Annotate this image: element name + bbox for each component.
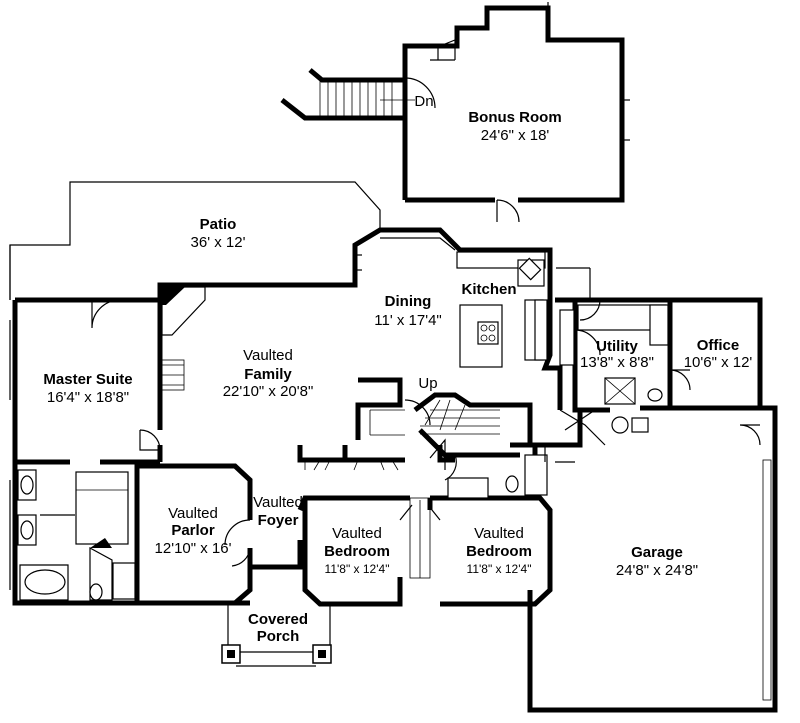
- patio-name: Patio: [200, 216, 237, 233]
- bonus-room-dims: 24'6" x 18': [481, 127, 550, 144]
- bedroom2-dims: 11'8" x 12'4": [467, 562, 532, 576]
- parlor-dims: 12'10" x 16': [155, 540, 232, 557]
- dining-name: Dining: [385, 293, 432, 310]
- utility-name: Utility: [596, 338, 638, 355]
- bedroom2-name: Bedroom: [466, 543, 532, 560]
- patio-dims: 36' x 12': [191, 234, 246, 251]
- family-name: Family: [244, 366, 292, 383]
- porch-name-line2: Porch: [257, 628, 300, 645]
- garage-dims: 24'8" x 24'8": [616, 562, 698, 579]
- office-name: Office: [697, 337, 740, 354]
- office-dims: 10'6" x 12': [684, 354, 753, 371]
- master-suite-name: Master Suite: [43, 371, 132, 388]
- garage-name: Garage: [631, 544, 683, 561]
- main-walls: [12, 227, 778, 713]
- parlor-prefix: Vaulted: [168, 505, 218, 522]
- foyer-prefix: Vaulted: [253, 494, 303, 511]
- bedroom1-prefix: Vaulted: [332, 525, 382, 542]
- dining-dims: 11' x 17'4": [374, 312, 442, 329]
- kitchen-name: Kitchen: [461, 281, 516, 298]
- utility-dims: 13'8" x 8'8": [580, 354, 654, 371]
- stair-down-label: Dn: [414, 93, 433, 110]
- parlor-name: Parlor: [171, 522, 215, 539]
- family-prefix: Vaulted: [243, 347, 293, 364]
- porch-name-line1: Covered: [248, 611, 308, 628]
- interior-details: [9, 237, 772, 710]
- bonus-room-name: Bonus Room: [468, 109, 561, 126]
- bonus-room-area: [280, 2, 630, 223]
- bedroom1-name: Bedroom: [324, 543, 390, 560]
- bedroom2-prefix: Vaulted: [474, 525, 524, 542]
- kitchen-fixtures: [456, 251, 591, 368]
- family-dims: 22'10" x 20'8": [223, 383, 314, 400]
- foyer-name: Foyer: [258, 512, 299, 529]
- stair-up-label: Up: [418, 375, 437, 392]
- room-labels: Bonus Room 24'6" x 18' Dn Patio 36' x 12…: [43, 93, 752, 645]
- covered-porch: [221, 603, 332, 667]
- master-suite-dims: 16'4" x 18'8": [47, 389, 129, 406]
- bedroom1-dims: 11'8" x 12'4": [325, 562, 390, 576]
